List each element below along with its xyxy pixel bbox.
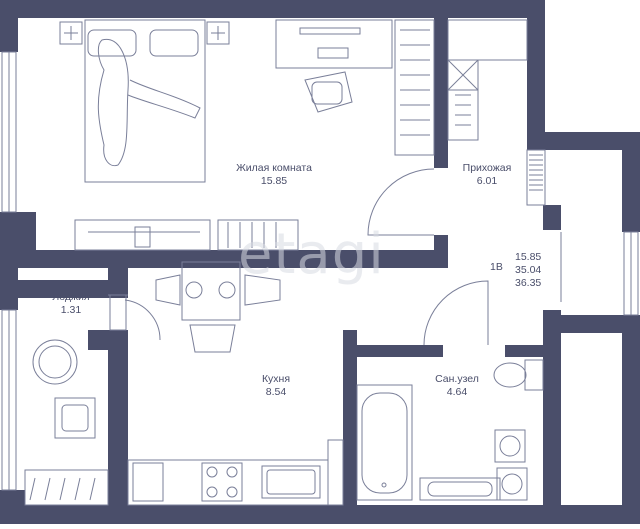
room-area-hallway: 6.01	[476, 175, 498, 187]
room-area-bathroom: 4.64	[446, 386, 468, 398]
apartment-area-summary: 1В 15.85 35.04 36.35	[488, 247, 554, 295]
watermark: etagi	[238, 222, 385, 287]
apartment-type-code: 1В	[490, 261, 503, 273]
living-area-value: 15.85	[515, 251, 542, 263]
room-area-living: 15.85	[260, 175, 288, 187]
total-area-value: 35.04	[515, 264, 542, 276]
room-name-loggia: Лоджия	[52, 291, 90, 303]
room-name-living: Жилая комната	[236, 162, 312, 174]
room-name-hallway: Прихожая	[462, 162, 512, 174]
room-name-bathroom: Сан.узел	[435, 373, 479, 385]
room-name-kitchen: Кухня	[261, 373, 291, 385]
room-area-kitchen: 8.54	[265, 386, 287, 398]
windows	[1, 51, 639, 491]
doors	[124, 168, 562, 346]
room-label-kitchen: Кухня 8.54	[248, 373, 304, 399]
furniture	[24, 19, 544, 506]
room-area-loggia: 1.31	[60, 304, 82, 316]
apartment-area-values: 15.85 35.04 36.35	[515, 251, 541, 290]
room-label-loggia: Лоджия 1.31	[44, 291, 98, 317]
room-label-bathroom: Сан.узел 4.64	[427, 373, 487, 399]
total-area-with-loggia-value: 36.35	[515, 277, 542, 289]
room-label-hallway: Прихожая 6.01	[455, 162, 519, 188]
room-label-living: Жилая комната 15.85	[222, 162, 326, 188]
